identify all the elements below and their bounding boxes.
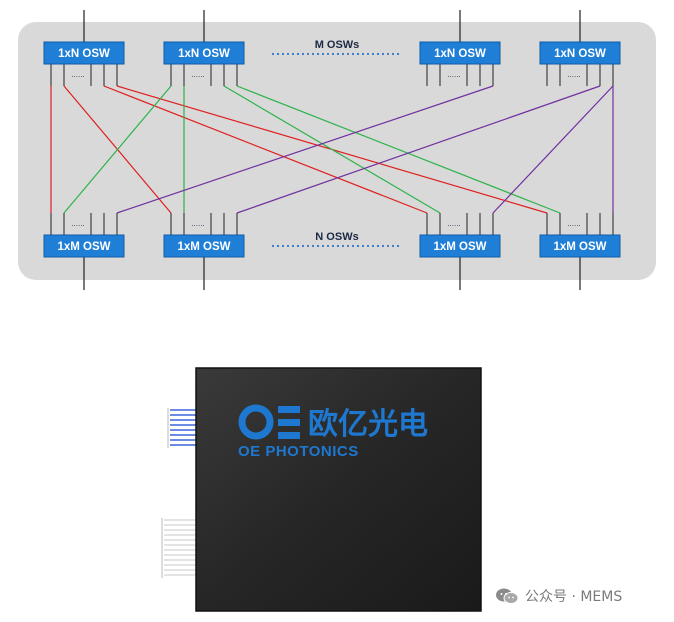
device-edge: [195, 367, 482, 612]
brand-name-english: OE PHOTONICS: [238, 443, 359, 460]
bottom-switch-label: 1xM OSW: [57, 241, 110, 253]
top-switch-1: 1xN OSW ......: [163, 10, 245, 86]
bottom-switch-ellipsis: ......: [71, 220, 84, 228]
switch-box: [539, 41, 621, 65]
top-switch-label: 1xN OSW: [178, 48, 230, 60]
bottom-switch-1: 1xM OSW ......: [163, 213, 245, 290]
brand-name-chinese: 欧亿光电: [308, 407, 428, 442]
watermark-text: 公众号 · MEMS: [525, 589, 623, 605]
switch-box: [419, 234, 501, 258]
bottom-switch-3: 1xM OSW ......: [539, 213, 621, 290]
oe-logo-icon: [238, 404, 300, 440]
link-green: [236, 85, 561, 214]
osw-network-diagram: 1xN OSW ...... 1xN OSW ...... 1xN OSW ..…: [18, 10, 656, 290]
bottom-switch-2: 1xM OSW ......: [419, 213, 501, 290]
bottom-switch-label: 1xM OSW: [177, 241, 230, 253]
link-green: [223, 85, 441, 214]
switch-box: [43, 41, 125, 65]
switch-box: [539, 234, 621, 258]
link-red: [103, 85, 428, 214]
bottom-switch-ellipsis: ......: [191, 220, 204, 228]
top-switch-0: 1xN OSW ......: [43, 10, 125, 86]
fiber-bundle-top: [167, 408, 196, 448]
switch-box: [163, 234, 245, 258]
bottom-switch-label: 1xM OSW: [553, 241, 606, 253]
fiber-bundle-bottom: [161, 518, 196, 578]
top-switch-label: 1xN OSW: [434, 48, 486, 60]
watermark: 公众号 · MEMS: [495, 586, 622, 606]
wechat-icon: [496, 588, 519, 604]
switch-box: [43, 234, 125, 258]
top-switch-ellipsis: ......: [447, 71, 460, 79]
top-group-label: M OSWs: [315, 39, 360, 51]
link-layer: [50, 85, 614, 214]
bottom-group-label: N OSWs: [315, 231, 358, 243]
top-switch-2: 1xN OSW ......: [419, 10, 501, 86]
link-purple: [492, 85, 614, 214]
device-body: [196, 368, 481, 611]
top-switch-label: 1xN OSW: [58, 48, 110, 60]
bottom-switch-ellipsis: ......: [447, 220, 460, 228]
bottom-switch-0: 1xM OSW ......: [43, 213, 125, 290]
switch-box: [419, 41, 501, 65]
top-switch-ellipsis: ......: [71, 71, 84, 79]
link-purple: [236, 85, 601, 214]
top-switch-3: 1xN OSW ......: [539, 10, 621, 86]
top-switch-ellipsis: ......: [191, 71, 204, 79]
link-green: [63, 85, 172, 214]
switch-box: [163, 41, 245, 65]
top-switch-ellipsis: ......: [567, 71, 580, 79]
top-switch-label: 1xN OSW: [554, 48, 606, 60]
bottom-switch-label: 1xM OSW: [433, 241, 486, 253]
optical-switch-device: 欧亿光电 OE PHOTONICS: [161, 367, 482, 612]
bottom-switch-ellipsis: ......: [567, 220, 580, 228]
link-purple: [116, 85, 494, 214]
